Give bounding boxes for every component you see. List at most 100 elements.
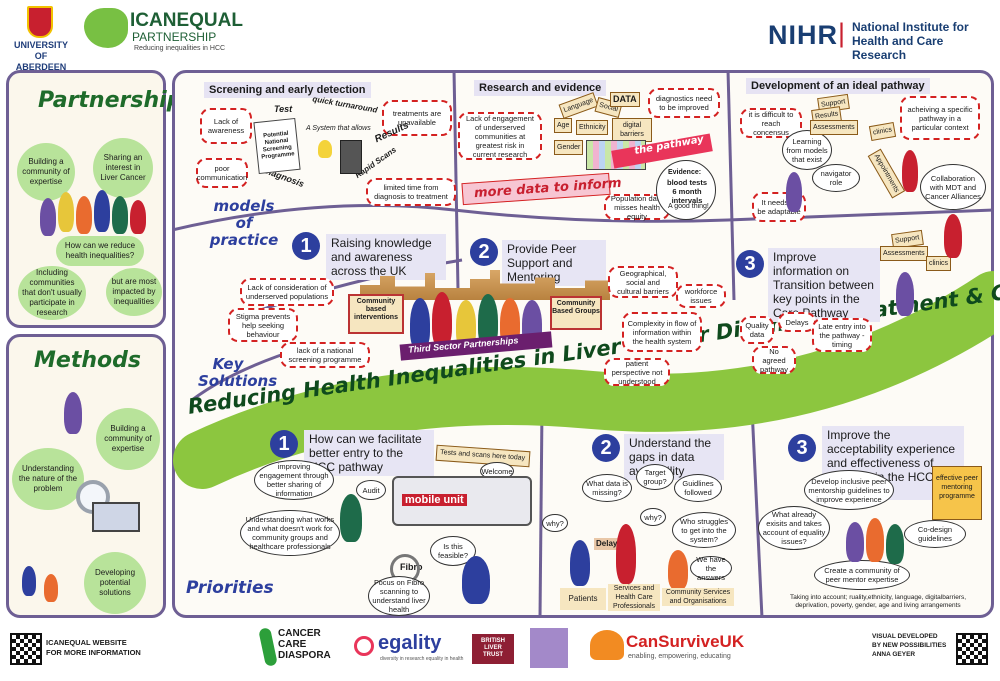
qr-code-icon	[956, 633, 988, 665]
alert-diagnostics: diagnostics need to be improved	[648, 88, 720, 118]
person-figure	[866, 518, 884, 562]
qr-code-icon	[10, 633, 42, 665]
university-crest-icon	[27, 6, 53, 38]
word-system: A System that allows	[306, 125, 371, 132]
bubble-including-communities: Including communities that don't usually…	[18, 266, 86, 320]
tag-digital-barriers: digital barriers	[612, 118, 652, 142]
tag-data: DATA	[610, 92, 640, 107]
sign-community-interventions	[348, 294, 404, 334]
alert-underserved: Lack of consideration of underserved pop…	[240, 278, 334, 306]
priority-3-number: 3	[788, 434, 816, 462]
note-peer-mentorship: Develop inclusive peer mentorship guidel…	[804, 470, 894, 510]
nihr-logo: NIHR	[768, 20, 838, 50]
note-focus-fibro: Focus on Fibro scanning to understand li…	[368, 576, 430, 616]
person-figure	[896, 272, 914, 316]
alert-treatments-unavailable: treatments are unavailable	[382, 100, 452, 136]
cancer-care-2: CARE	[278, 639, 307, 650]
person-figure	[570, 540, 590, 586]
credit-line2: BY NEW POSSIBILITIES	[872, 642, 947, 649]
note-why-2: why?	[640, 508, 666, 526]
bubble-methods-understanding: Understanding the nature of the problem	[12, 448, 84, 510]
mentoring-book-icon	[932, 466, 982, 520]
bubble-shared-interest: Sharing an interest in Liver Cancer	[93, 138, 153, 198]
alert-late-entry: Late entry into the pathway -timing	[812, 318, 872, 352]
bubble-methods-community: Building a community of expertise	[96, 408, 160, 470]
bubble-reduce-inequalities: How can we reduce health inequalities?	[56, 236, 144, 266]
credit-line3: ANNA GEYER	[872, 651, 916, 658]
word-good-thing: A good thing!	[668, 203, 709, 210]
icanequal-liver-logo-icon	[84, 8, 128, 48]
sign-community-groups-text: Community Based Groups	[552, 300, 600, 315]
nihr-name-line1: National Institute for	[852, 20, 969, 34]
priorities-label: Priorities	[186, 578, 274, 598]
word-test: Test	[274, 104, 293, 114]
icanequal-partnership: PARTNERSHIP	[132, 30, 217, 44]
person-figure	[76, 196, 92, 234]
person-figure	[902, 150, 918, 192]
note-why-1: why?	[542, 514, 568, 532]
nihr-name-line2: Health and Care Research	[852, 34, 944, 62]
solution-1-number: 1	[292, 232, 320, 260]
word-evidence: Evidence:	[668, 169, 702, 176]
evidence-bubble	[656, 160, 716, 220]
screening-title: Screening and early detection	[204, 82, 371, 98]
person-figure	[112, 196, 128, 234]
bubble-methods-solutions: Developing potential solutions	[84, 552, 146, 614]
note-guidelines: Guidlines followed	[674, 474, 722, 502]
alert-workforce: workforce issues	[676, 284, 726, 308]
word-national-screening: Potential National Screening Programme	[261, 130, 295, 161]
alert-patient-perspective: patient perspective not understood	[604, 358, 670, 386]
note-target-group: Target group?	[636, 464, 674, 490]
alert-poor-communication: poor communication	[196, 158, 248, 188]
cansurvive-hands-icon	[590, 630, 624, 660]
person-figure	[462, 556, 490, 604]
solution-3-number: 3	[736, 250, 764, 278]
note-audit: Audit	[356, 480, 386, 500]
p3-footer-note: Taking into account; ruality,ethnicity, …	[789, 594, 967, 609]
tag-ethnicity: Ethnicity	[576, 120, 609, 135]
alert-stigma: Stigma prevents help seeking behaviour	[228, 308, 298, 342]
icanequal-subtitle: Reducing inequalities in HCC	[134, 45, 226, 52]
credit-line1: VISUAL DEVELOPED	[872, 633, 938, 640]
alert-no-agreed-pathway: No agreed pathway	[752, 346, 796, 374]
solution-1-text: Raising knowledge and awareness across t…	[326, 234, 446, 280]
blt-text: BRITISH LIVER TRUST	[481, 638, 505, 658]
person-figure	[410, 298, 430, 350]
note-improving-engagement: improving engagement through better shar…	[254, 460, 334, 500]
tag-age: Age	[554, 118, 573, 133]
alert-lack-engagement: Lack of engagement of underserved commun…	[458, 112, 542, 160]
note-co-design: Co-design guidelines	[904, 520, 966, 548]
label-community-services: Community Services and Organisations	[662, 588, 734, 606]
person-figure	[668, 550, 688, 590]
blt-logo	[472, 634, 514, 664]
alert-limited-time: limited time from diagnosis to treatment	[366, 178, 456, 206]
icanequal-title: ICANEQUAL	[130, 10, 243, 31]
tag-gender: Gender	[554, 140, 584, 155]
person-figure	[340, 494, 362, 542]
research-title: Research and evidence	[474, 80, 607, 96]
cancer-care-1: CANCER	[278, 628, 321, 639]
speech-navigator-role: navigator role	[812, 164, 860, 192]
alert-national-programme: lack of a national screening programme	[280, 342, 370, 368]
label-services-hcp: Services and Health Care Professionals	[608, 584, 660, 611]
cancer-care-3: DIASPORA	[278, 650, 331, 661]
nihr-divider: |	[838, 18, 846, 48]
note-we-have-answers: We have the answers	[690, 555, 732, 582]
tag-assessments-2: Assessments	[880, 246, 928, 261]
person-figure	[94, 190, 110, 232]
awareness-ribbon-icon	[258, 627, 278, 667]
solution-2-number: 2	[470, 238, 498, 266]
label-patients: Patients	[560, 588, 606, 610]
person-figure	[616, 524, 636, 584]
sign-community-groups	[550, 296, 602, 330]
person-figure	[22, 566, 36, 596]
note-what-data: What data is missing?	[582, 474, 632, 502]
alert-quality-data: Quality data	[740, 316, 774, 344]
person-figure	[846, 522, 864, 562]
scanner-machine-icon	[340, 140, 362, 174]
calligraphy-logo-icon	[530, 628, 568, 668]
person-figure	[478, 294, 498, 348]
key-solutions-label: Key Solutions	[198, 355, 278, 390]
alert-lack-awareness: Lack of awareness	[200, 108, 252, 144]
development-title: Development of an ideal pathway	[746, 78, 930, 94]
